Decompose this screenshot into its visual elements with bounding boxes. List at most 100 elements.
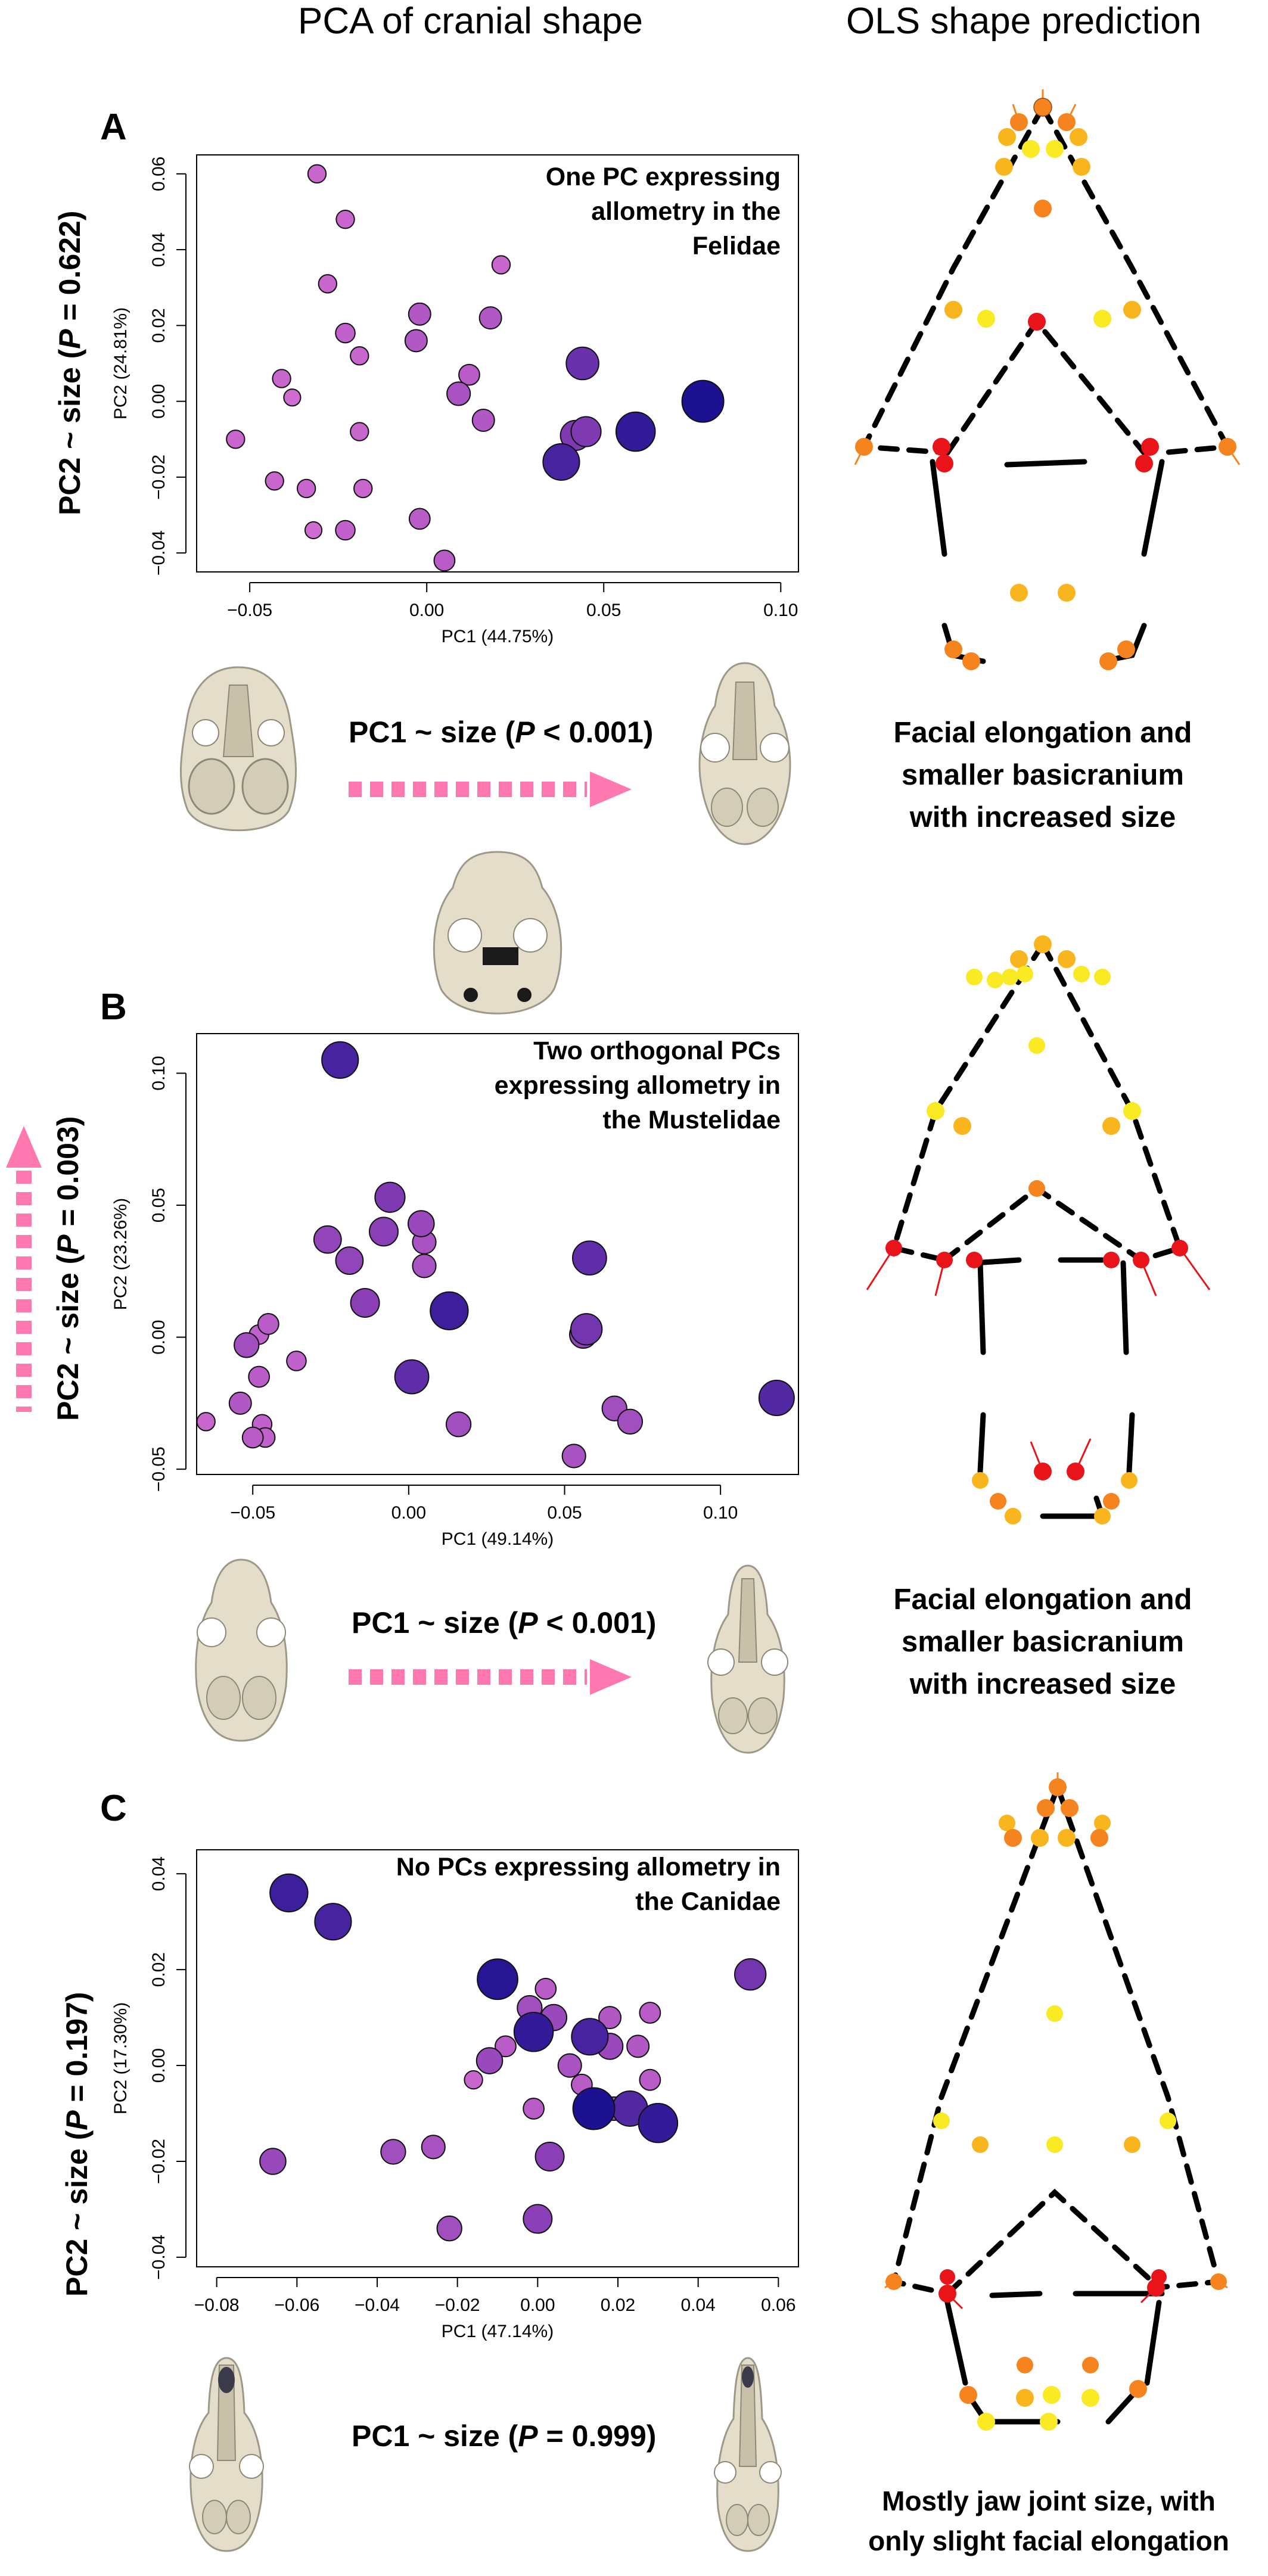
y-tick-label: −0.02 bbox=[149, 2139, 169, 2184]
landmark bbox=[1124, 2136, 1140, 2153]
landmark bbox=[1102, 1117, 1120, 1135]
plot-annotation-a: One PC expressing allometry in the Felid… bbox=[393, 160, 781, 263]
annotation-line: expressing allometry in bbox=[494, 1071, 781, 1100]
data-point bbox=[433, 549, 456, 572]
pc1-regression-a: PC1 ~ size (P < 0.001) bbox=[349, 715, 653, 749]
landmark bbox=[1017, 966, 1033, 982]
data-point bbox=[534, 2141, 565, 2171]
landmark bbox=[972, 2136, 989, 2153]
p-symbol: P bbox=[60, 2110, 94, 2130]
data-point bbox=[458, 363, 480, 386]
data-point bbox=[313, 1225, 342, 1254]
landmark bbox=[1121, 1472, 1138, 1489]
landmark bbox=[995, 158, 1013, 176]
pc1-size-arrow-b bbox=[349, 1659, 632, 1695]
pc2-regression-a: PC2 ~ size (P = 0.622) bbox=[52, 211, 87, 515]
data-point bbox=[350, 1287, 380, 1318]
landmark bbox=[933, 2113, 950, 2129]
data-point bbox=[408, 508, 431, 530]
data-point bbox=[758, 1379, 795, 1416]
x-tick-label: −0.02 bbox=[435, 2295, 480, 2315]
pc2-test-text: PC2 ~ size ( bbox=[53, 349, 86, 515]
y-axis-label: PC2 (24.81%) bbox=[111, 307, 130, 419]
large-skull-image-b bbox=[691, 1561, 804, 1760]
data-point bbox=[513, 2011, 554, 2052]
x-tick-label: −0.05 bbox=[230, 1503, 275, 1523]
x-tick-label: 0.05 bbox=[547, 1503, 582, 1523]
landmark bbox=[998, 128, 1016, 146]
y-tick-label: −0.02 bbox=[149, 455, 169, 500]
landmark bbox=[1028, 313, 1046, 331]
annotation-line: No PCs expressing allometry in bbox=[396, 1853, 781, 1881]
landmark bbox=[936, 1252, 953, 1268]
data-point bbox=[477, 1958, 518, 2001]
data-point bbox=[464, 2070, 483, 2090]
data-point bbox=[476, 2047, 504, 2074]
data-point bbox=[407, 1210, 435, 1237]
data-point bbox=[335, 519, 356, 541]
landmark bbox=[944, 301, 962, 319]
x-axis-label: PC1 (44.75%) bbox=[442, 627, 554, 646]
landmark bbox=[1002, 969, 1018, 985]
data-point bbox=[598, 2006, 622, 2030]
landmark bbox=[1099, 652, 1117, 670]
x-tick-label: −0.04 bbox=[355, 2295, 400, 2315]
pc2-value: = 0.003) bbox=[51, 1116, 85, 1235]
data-point bbox=[374, 1181, 406, 1213]
p-symbol: P bbox=[51, 1234, 85, 1255]
panel-letter-a: A bbox=[100, 107, 127, 148]
data-point bbox=[571, 1240, 607, 1276]
landmark bbox=[1010, 584, 1028, 602]
landmark bbox=[1004, 1829, 1022, 1847]
data-point bbox=[296, 478, 316, 499]
x-tick-label: 0.02 bbox=[601, 2295, 635, 2315]
landmark bbox=[977, 310, 995, 328]
landmark bbox=[1094, 1815, 1111, 1831]
landmark bbox=[1043, 2386, 1061, 2404]
pc1-regression-b: PC1 ~ size (P < 0.001) bbox=[352, 1606, 656, 1640]
y-tick-label: 0.04 bbox=[149, 232, 169, 267]
landmark bbox=[1046, 2005, 1063, 2022]
p-symbol: P bbox=[518, 1606, 538, 1639]
landmark bbox=[885, 1240, 902, 1256]
landmark bbox=[885, 2273, 902, 2290]
x-tick-label: 0.06 bbox=[761, 2295, 795, 2315]
landmark bbox=[1171, 1240, 1188, 1256]
data-point bbox=[471, 408, 495, 432]
pc1-value: = 0.999) bbox=[537, 2419, 657, 2453]
data-point bbox=[734, 1958, 767, 1991]
data-point bbox=[226, 430, 245, 449]
ols-shape-prediction-c bbox=[884, 1772, 1228, 2431]
large-skull-image-a bbox=[685, 658, 804, 852]
data-point bbox=[412, 1253, 437, 1278]
landmark bbox=[1147, 2279, 1165, 2297]
landmark bbox=[1103, 1252, 1120, 1268]
landmark bbox=[1123, 1102, 1141, 1120]
x-tick-label: 0.10 bbox=[703, 1503, 738, 1523]
pc2-size-arrow-b bbox=[6, 1126, 42, 1412]
landmark bbox=[1073, 158, 1090, 176]
description-line: Facial elongation and bbox=[893, 1583, 1192, 1616]
description-line: Mostly jaw joint size, with bbox=[882, 2485, 1216, 2516]
data-point bbox=[446, 381, 471, 406]
landmark bbox=[1073, 966, 1090, 982]
landmark bbox=[855, 438, 873, 456]
panel-letter-c: C bbox=[100, 1788, 127, 1829]
y-tick-label: 0.02 bbox=[149, 308, 169, 343]
x-tick-label: 0.00 bbox=[409, 601, 444, 620]
annotation-line: Two orthogonal PCs bbox=[533, 1037, 781, 1065]
data-point bbox=[557, 2053, 582, 2078]
data-point bbox=[228, 1391, 252, 1415]
landmark bbox=[1117, 640, 1135, 658]
shape-description-c: Mostly jaw joint size, with only slight … bbox=[834, 2481, 1263, 2561]
landmark bbox=[1040, 2413, 1058, 2431]
annotation-line: the Mustelidae bbox=[602, 1106, 781, 1135]
y-tick-label: −0.05 bbox=[149, 1446, 169, 1492]
landmark bbox=[1010, 950, 1028, 968]
pc2-test-text: PC2 ~ size ( bbox=[51, 1254, 85, 1421]
data-point bbox=[570, 416, 602, 447]
x-tick-label: 0.00 bbox=[391, 1503, 426, 1523]
data-point bbox=[478, 306, 502, 330]
data-point bbox=[335, 1246, 364, 1275]
